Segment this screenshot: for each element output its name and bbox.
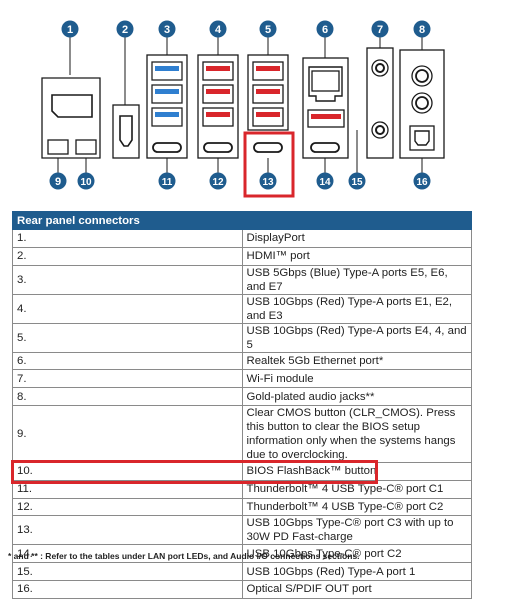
row-description: USB 10Gbps Type-C® port C3 with up to 30…: [241, 515, 472, 546]
table-row: 14.USB 10Gbps Type-C® port C2: [12, 544, 472, 564]
callout-label: 14: [319, 177, 331, 188]
hdmi-port: [112, 104, 140, 159]
callout-leaders: [57, 37, 423, 173]
callout-15: 15: [348, 172, 366, 190]
row-description: USB 5Gbps (Blue) Type-A ports E5, E6, an…: [241, 264, 472, 295]
row-description: USB 10Gbps (Red) Type-A port 1: [241, 562, 472, 581]
row-13-highlight: [11, 460, 378, 484]
row-number: 12.: [12, 497, 243, 517]
callout-label: 3: [164, 24, 170, 36]
table-header: Rear panel connectors: [12, 211, 472, 230]
callout-label: 16: [416, 177, 428, 188]
table-row: 13.USB 10Gbps Type-C® port C3 with up to…: [12, 515, 472, 546]
callout-label: 5: [265, 24, 271, 36]
row-description: Realtek 5Gb Ethernet port*: [241, 351, 472, 371]
table-row: 4.USB 10Gbps (Red) Type-A ports E1, E2, …: [12, 293, 472, 324]
callout-label: 11: [162, 177, 173, 188]
row-description: USB 10Gbps (Red) Type-A ports E4, 4, and…: [241, 322, 472, 353]
row-number: 16.: [12, 579, 243, 599]
row-description: Gold-plated audio jacks**: [241, 387, 472, 406]
row-number: 15.: [12, 562, 243, 581]
callout-9: 9: [49, 172, 67, 190]
row-number: 7.: [12, 369, 243, 389]
callout-label: 8: [419, 24, 425, 36]
row-description: Wi-Fi module: [241, 369, 472, 389]
callout-label: 10: [80, 177, 92, 188]
callout-2: 2: [116, 20, 134, 38]
callout-5: 5: [259, 20, 277, 38]
table-row: 11.Thunderbolt™ 4 USB Type-C® port C1: [12, 479, 472, 499]
callout-1: 1: [61, 20, 79, 38]
table-row: 3.USB 5Gbps (Blue) Type-A ports E5, E6, …: [12, 264, 472, 295]
footnote: * and ** : Refer to the tables under LAN…: [8, 551, 360, 561]
callout-label: 13: [262, 177, 274, 188]
callout-label: 7: [377, 24, 383, 36]
row-description: Optical S/PDIF OUT port: [241, 579, 472, 599]
usb-stack-blue: [146, 54, 188, 159]
port-13-highlight: [243, 131, 295, 198]
row-number: 5.: [12, 322, 243, 353]
row-number: 1.: [12, 229, 243, 248]
row-number: 9.: [12, 404, 243, 463]
table-row: 15.USB 10Gbps (Red) Type-A port 1: [12, 562, 472, 581]
table-row: 8.Gold-plated audio jacks**: [12, 387, 472, 406]
row-description: USB 10Gbps Type-C® port C2: [241, 544, 472, 564]
callout-14: 14: [316, 172, 334, 190]
callout-4: 4: [209, 20, 227, 38]
callout-8: 8: [413, 20, 431, 38]
callout-16: 16: [413, 172, 431, 190]
table-row: 12.Thunderbolt™ 4 USB Type-C® port C2: [12, 497, 472, 517]
callout-7: 7: [371, 20, 389, 38]
table-row: 7.Wi-Fi module: [12, 369, 472, 389]
table-row: 9.Clear CMOS button (CLR_CMOS). Press th…: [12, 404, 472, 463]
ethernet-block: [302, 57, 349, 159]
callout-label: 12: [212, 177, 224, 188]
row-description: Clear CMOS button (CLR_CMOS). Press this…: [241, 404, 472, 463]
callout-10: 10: [77, 172, 95, 190]
row-number: 2.: [12, 246, 243, 266]
table-row: 16.Optical S/PDIF OUT port: [12, 579, 472, 599]
wifi-module: [366, 47, 394, 159]
usb-stack-red-2: [247, 54, 289, 153]
callout-label: 2: [122, 24, 128, 36]
row-number: 6.: [12, 351, 243, 371]
callout-11: 11: [158, 172, 176, 190]
row-number: 8.: [12, 387, 243, 406]
row-number: 13.: [12, 515, 243, 546]
displayport-block: [41, 77, 101, 159]
usb-stack-red-1: [197, 54, 239, 159]
row-description: Thunderbolt™ 4 USB Type-C® port C2: [241, 497, 472, 517]
table-row: 1.DisplayPort: [12, 229, 472, 248]
callout-6: 6: [316, 20, 334, 38]
callout-label: 6: [322, 24, 328, 36]
row-number: 4.: [12, 293, 243, 324]
callout-label: 9: [55, 176, 61, 188]
callout-13: 13: [259, 172, 277, 190]
row-description: HDMI™ port: [241, 246, 472, 266]
table-row: 2.HDMI™ port: [12, 246, 472, 266]
callout-label: 15: [351, 177, 363, 188]
row-description: Thunderbolt™ 4 USB Type-C® port C1: [241, 479, 472, 499]
callout-3: 3: [158, 20, 176, 38]
callout-label: 4: [215, 24, 222, 36]
row-description: USB 10Gbps (Red) Type-A ports E1, E2, an…: [241, 293, 472, 324]
callout-label: 1: [67, 24, 73, 36]
table-row: 6.Realtek 5Gb Ethernet port*: [12, 351, 472, 371]
row-number: 3.: [12, 264, 243, 295]
row-description: DisplayPort: [241, 229, 472, 248]
callout-12: 12: [209, 172, 227, 190]
table-row: 5.USB 10Gbps (Red) Type-A ports E4, 4, a…: [12, 322, 472, 353]
audio-block: [399, 49, 445, 159]
